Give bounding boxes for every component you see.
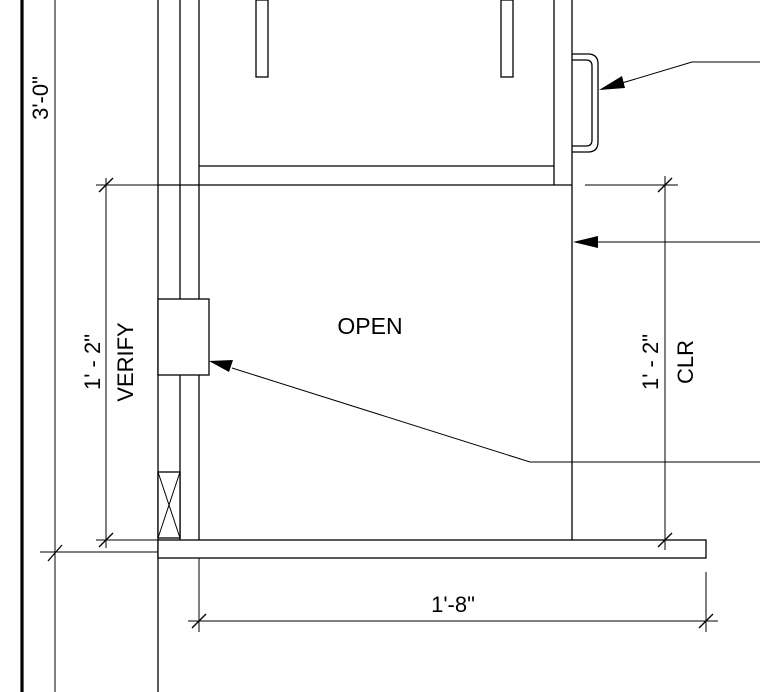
left-height-dimension: 1' - 2" VERIFY bbox=[80, 177, 158, 548]
upper-frame bbox=[158, 0, 573, 540]
left-note-label: VERIFY bbox=[113, 322, 138, 402]
right-height-dimension: 1' - 2" CLR bbox=[585, 176, 698, 550]
overall-height-dimension: 3'-0" bbox=[28, 0, 158, 692]
handle-leader bbox=[599, 61, 760, 90]
jamb-block bbox=[157, 298, 210, 376]
left-height-label: 1' - 2" bbox=[80, 334, 105, 390]
overall-height-label: 3'-0" bbox=[28, 76, 53, 120]
vertical-slot-right bbox=[500, 0, 514, 78]
bottom-sill bbox=[157, 539, 707, 559]
jamb-leader bbox=[573, 236, 760, 248]
handle bbox=[572, 53, 599, 153]
block-leader bbox=[209, 360, 760, 463]
opening-label: OPEN bbox=[337, 313, 402, 339]
bottom-width-dimension: 1'-8" bbox=[188, 558, 718, 632]
right-height-label: 1' - 2" bbox=[638, 334, 663, 390]
vertical-slot-left bbox=[255, 0, 269, 78]
x-brace bbox=[157, 471, 181, 539]
bottom-width-label: 1'-8" bbox=[431, 592, 475, 617]
right-note-label: CLR bbox=[673, 340, 698, 384]
